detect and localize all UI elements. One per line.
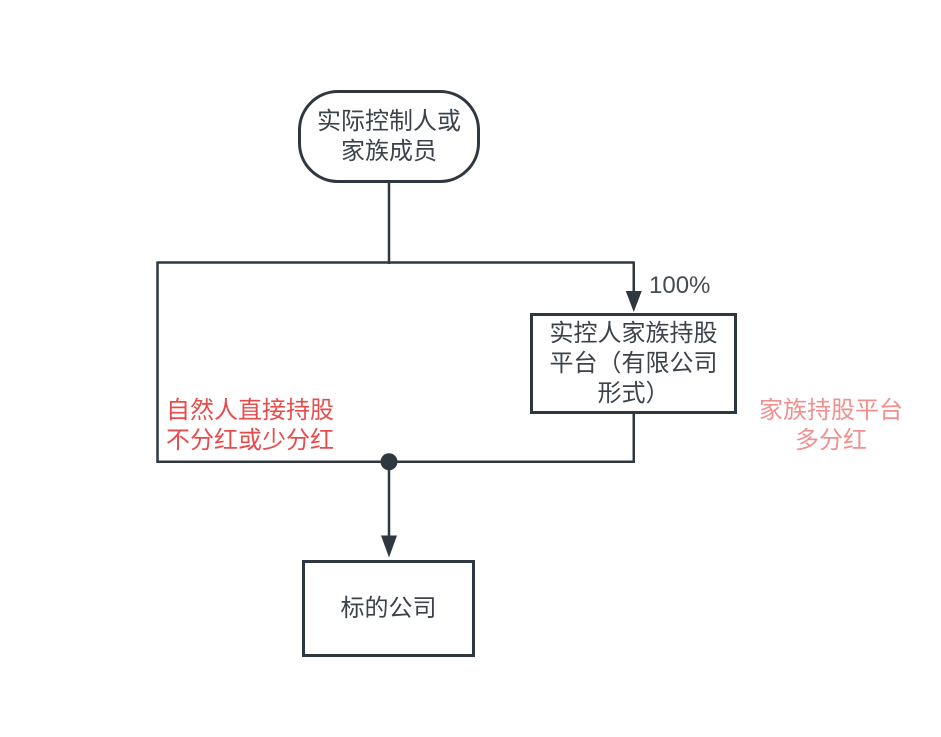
annotation-platform-dividend-line1: 家族持股平台: [759, 397, 903, 424]
node-family-holding-platform: 实控人家族持股 平台（有限公司 形式）: [530, 313, 737, 414]
arrowhead-target: [381, 535, 397, 558]
node-actual-controller-line2: 家族成员: [341, 137, 437, 165]
junction-dot: [380, 453, 398, 471]
node-family-holding-platform-line3: 形式）: [597, 379, 670, 407]
node-family-holding-platform-line2: 平台（有限公司: [549, 349, 718, 377]
annotation-platform-dividend: 家族持股平台 多分红: [750, 396, 912, 456]
node-target-company-line1: 标的公司: [340, 594, 437, 622]
annotation-direct-shareholding-line2: 不分红或少分红: [166, 427, 334, 454]
node-family-holding-platform-line1: 实控人家族持股: [549, 319, 718, 347]
arrowhead-platform: [625, 291, 642, 312]
node-actual-controller: 实际控制人或 家族成员: [298, 90, 480, 183]
annotation-platform-dividend-line2: 多分红: [795, 427, 867, 454]
annotation-direct-shareholding-line1: 自然人直接持股: [166, 397, 334, 424]
annotation-direct-shareholding: 自然人直接持股 不分红或少分红: [166, 396, 334, 456]
ownership-percent-label: 100%: [649, 272, 711, 299]
node-target-company: 标的公司: [302, 560, 475, 657]
node-actual-controller-line1: 实际控制人或: [317, 107, 461, 135]
